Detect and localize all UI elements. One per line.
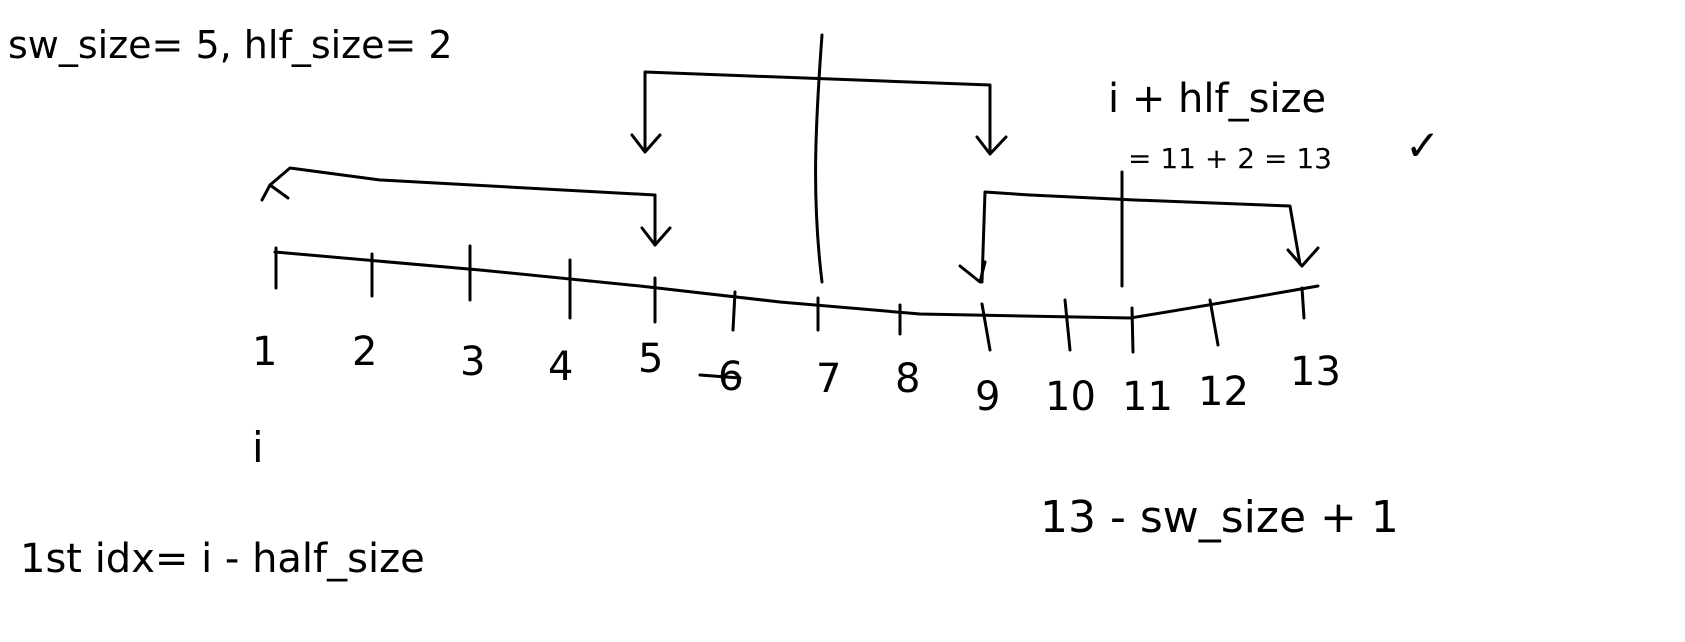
check-mark: ✓ — [1405, 121, 1440, 170]
tick-labels: 1 2 3 4 5 6 7 8 9 10 11 12 13 — [252, 329, 1341, 420]
tick-label-10: 10 — [1045, 374, 1096, 420]
right-formula: i + hlf_size — [1108, 76, 1326, 122]
tick-13 — [1300, 286, 1306, 320]
tick-label-3: 3 — [460, 339, 485, 385]
tick-label-2: 2 — [352, 329, 377, 375]
bracket-window-top — [630, 70, 1008, 156]
tick-11 — [1130, 306, 1135, 354]
number-line — [273, 250, 1320, 320]
tick-label-8: 8 — [895, 356, 920, 402]
tick-10 — [1063, 298, 1072, 352]
strike-six — [698, 373, 742, 380]
tick-label-13: 13 — [1290, 349, 1341, 395]
tick-label-4: 4 — [548, 344, 573, 390]
divider-center — [814, 33, 824, 284]
last-formula: 13 - sw_size + 1 — [1040, 492, 1399, 543]
first-idx-formula: 1st idx= i - half_size — [20, 536, 425, 582]
right-formula-value: = 11 + 2 = 13 — [1128, 142, 1332, 175]
tick-label-12: 12 — [1198, 369, 1249, 415]
tick-12 — [1208, 298, 1220, 347]
header-note: sw_size= 5, hlf_size= 2 — [8, 23, 453, 67]
tick-label-9: 9 — [975, 374, 1000, 420]
bracket-window-left — [260, 166, 672, 247]
tick-marks — [274, 244, 1306, 354]
tick-9 — [980, 302, 992, 352]
index-marker: i — [252, 423, 264, 472]
tick-label-1: 1 — [252, 329, 277, 375]
tick-label-11: 11 — [1122, 374, 1173, 420]
tick-label-5: 5 — [638, 336, 663, 382]
tick-6 — [731, 290, 737, 332]
tick-label-7: 7 — [816, 356, 841, 402]
bracket-window-right — [958, 190, 1320, 284]
